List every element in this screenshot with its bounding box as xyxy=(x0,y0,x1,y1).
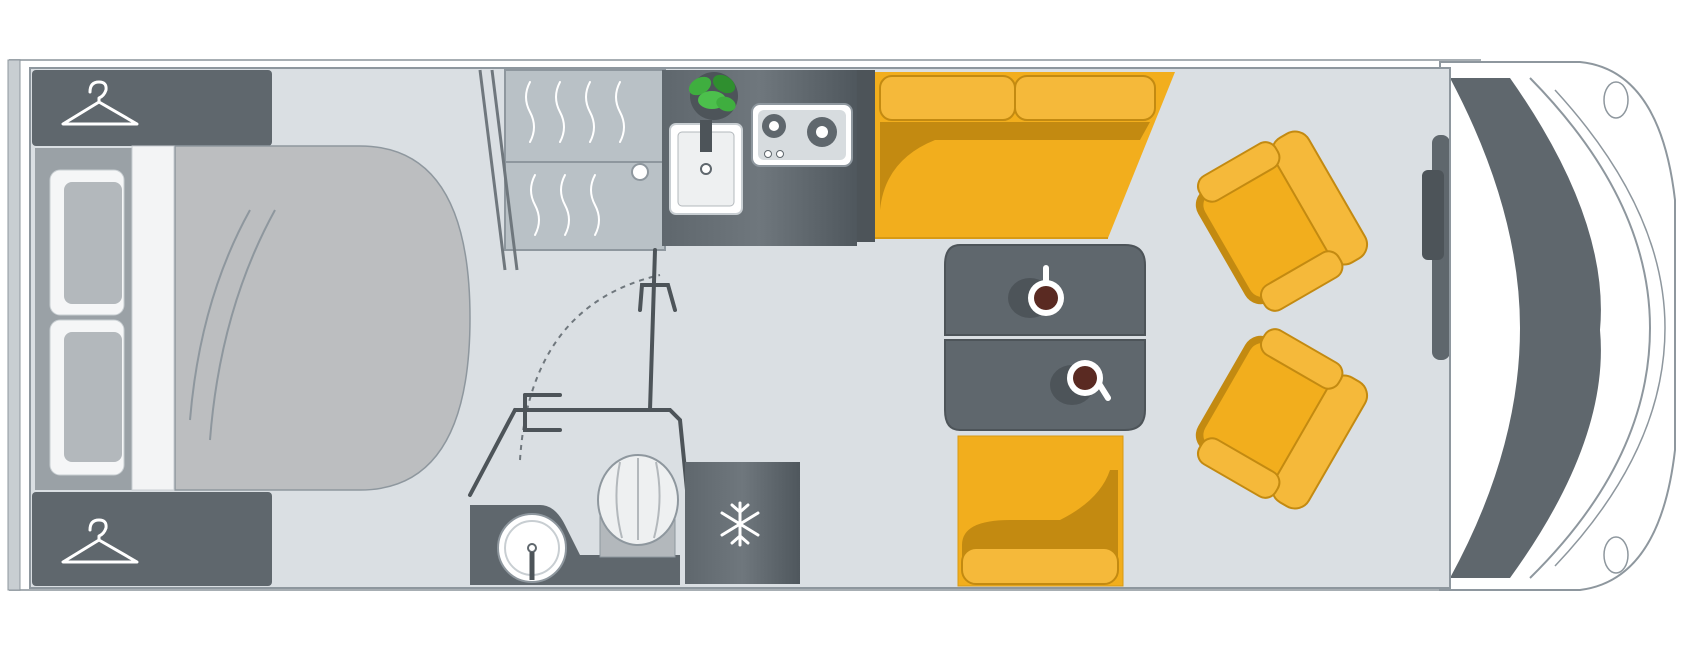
washbasin-icon xyxy=(497,513,567,583)
pillow-icon xyxy=(49,319,125,476)
sink-icon xyxy=(669,120,743,215)
pillow-icon xyxy=(49,169,125,316)
coffee-cup-icon xyxy=(1050,360,1111,405)
armchair-icon xyxy=(1195,130,1369,312)
gas-hob-icon xyxy=(751,103,853,167)
cab-front xyxy=(1422,77,1666,579)
door-swing-icon xyxy=(519,274,661,461)
bench-seat-icon xyxy=(957,435,1124,587)
dashboard-icon xyxy=(1450,78,1601,578)
cab-seats xyxy=(1195,130,1369,510)
lounge xyxy=(875,72,1175,587)
windshield-icon xyxy=(1529,77,1652,579)
wardrobe-bottom xyxy=(32,492,272,586)
toilet-icon xyxy=(597,454,679,558)
snowflake-icon xyxy=(720,501,760,547)
bed-headboard xyxy=(131,145,175,491)
coffee-cup-icon xyxy=(1008,265,1064,318)
armchair-icon xyxy=(1195,328,1369,510)
interior-wall xyxy=(29,67,1451,589)
hanger-icon xyxy=(61,80,139,126)
wardrobe-top xyxy=(32,70,272,146)
hanger-icon xyxy=(61,518,139,564)
kitchen xyxy=(662,70,875,584)
bed-icon xyxy=(174,145,471,491)
shower-tray-icon xyxy=(504,69,666,251)
plant-icon xyxy=(688,72,738,120)
bedroom xyxy=(32,70,471,586)
